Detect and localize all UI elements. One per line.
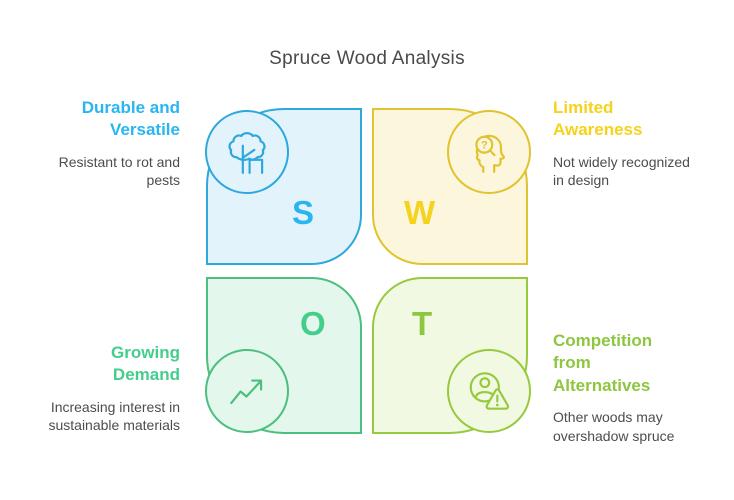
head-question-icon: ?	[475, 134, 505, 173]
strengths-heading: Durable and Versatile	[81, 98, 180, 140]
opportunities-description: Increasing interest in sustainable mater…	[48, 398, 180, 434]
strengths-description: Resistant to rot and pests	[58, 153, 180, 189]
opportunities-label: Growing Demand Increasing interest in su…	[26, 342, 180, 434]
svg-text:?: ?	[481, 140, 488, 152]
page-title: Spruce Wood Analysis	[269, 48, 465, 69]
opportunities-petal: O	[205, 277, 362, 434]
tree-icon	[228, 132, 266, 174]
threats-icon-circle	[447, 349, 531, 433]
strengths-petal: S	[205, 108, 362, 265]
strengths-icon-circle	[205, 110, 289, 194]
threats-letter: T	[412, 305, 433, 342]
strengths-label: Durable and Versatile Resistant to rot a…	[26, 97, 180, 189]
opportunities-icon-circle	[205, 349, 289, 433]
weaknesses-heading: Limited Awareness	[553, 98, 643, 140]
threats-heading: Competition from Alternatives	[553, 331, 653, 395]
threats-petal: T	[372, 277, 531, 434]
person-warning-icon	[469, 372, 510, 410]
growth-arrow-icon	[230, 379, 263, 405]
strengths-letter: S	[292, 194, 315, 231]
threats-description: Other woods may overshadow spruce	[553, 409, 675, 444]
weaknesses-letter: W	[404, 194, 436, 231]
weaknesses-petal: W ?	[372, 108, 531, 265]
opportunities-heading: Growing Demand	[111, 343, 180, 385]
weaknesses-description: Not widely recognized in design	[553, 153, 690, 189]
threats-label: Competition from Alternatives Other wood…	[553, 330, 691, 445]
weaknesses-label: Limited Awareness Not widely recognized …	[553, 97, 693, 189]
weaknesses-icon-circle: ?	[447, 110, 531, 194]
opportunities-letter: O	[300, 305, 326, 342]
